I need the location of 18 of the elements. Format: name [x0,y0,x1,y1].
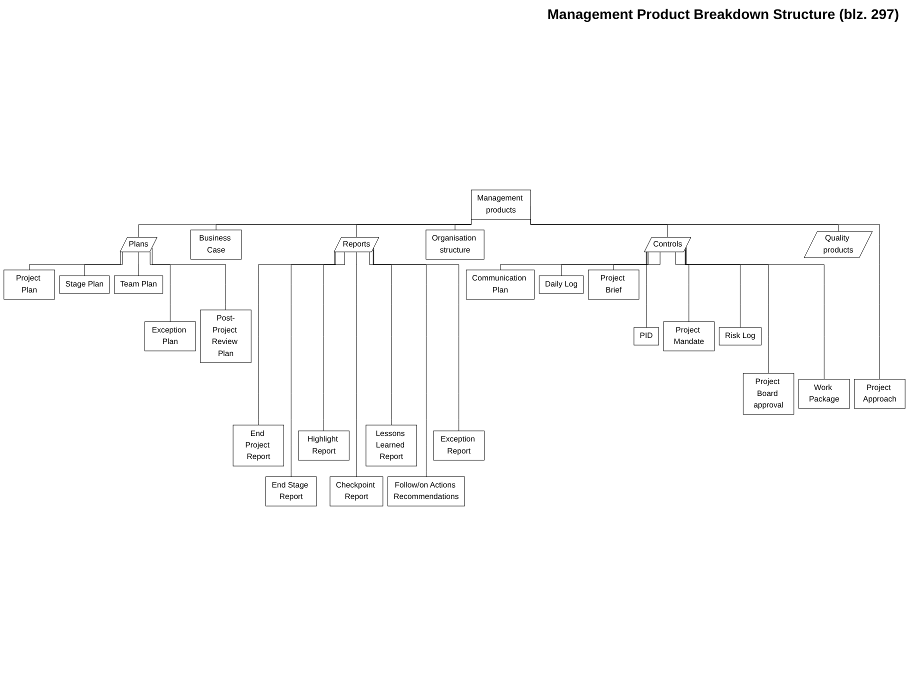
connector [686,248,769,374]
connector [684,249,740,328]
connector [675,252,690,322]
connector [686,246,824,380]
connector [613,252,648,270]
connector [372,249,426,477]
connector [84,251,121,276]
connector [356,252,357,477]
connector [374,248,460,432]
connector [369,252,392,426]
connector [454,217,472,230]
diagram-title: Management Product Breakdown Structure (blz. 297) [547,6,899,22]
connector [324,252,345,432]
connector [150,252,170,322]
connector [646,252,660,328]
connector [290,251,335,477]
connector [138,252,140,276]
connector [152,248,226,310]
